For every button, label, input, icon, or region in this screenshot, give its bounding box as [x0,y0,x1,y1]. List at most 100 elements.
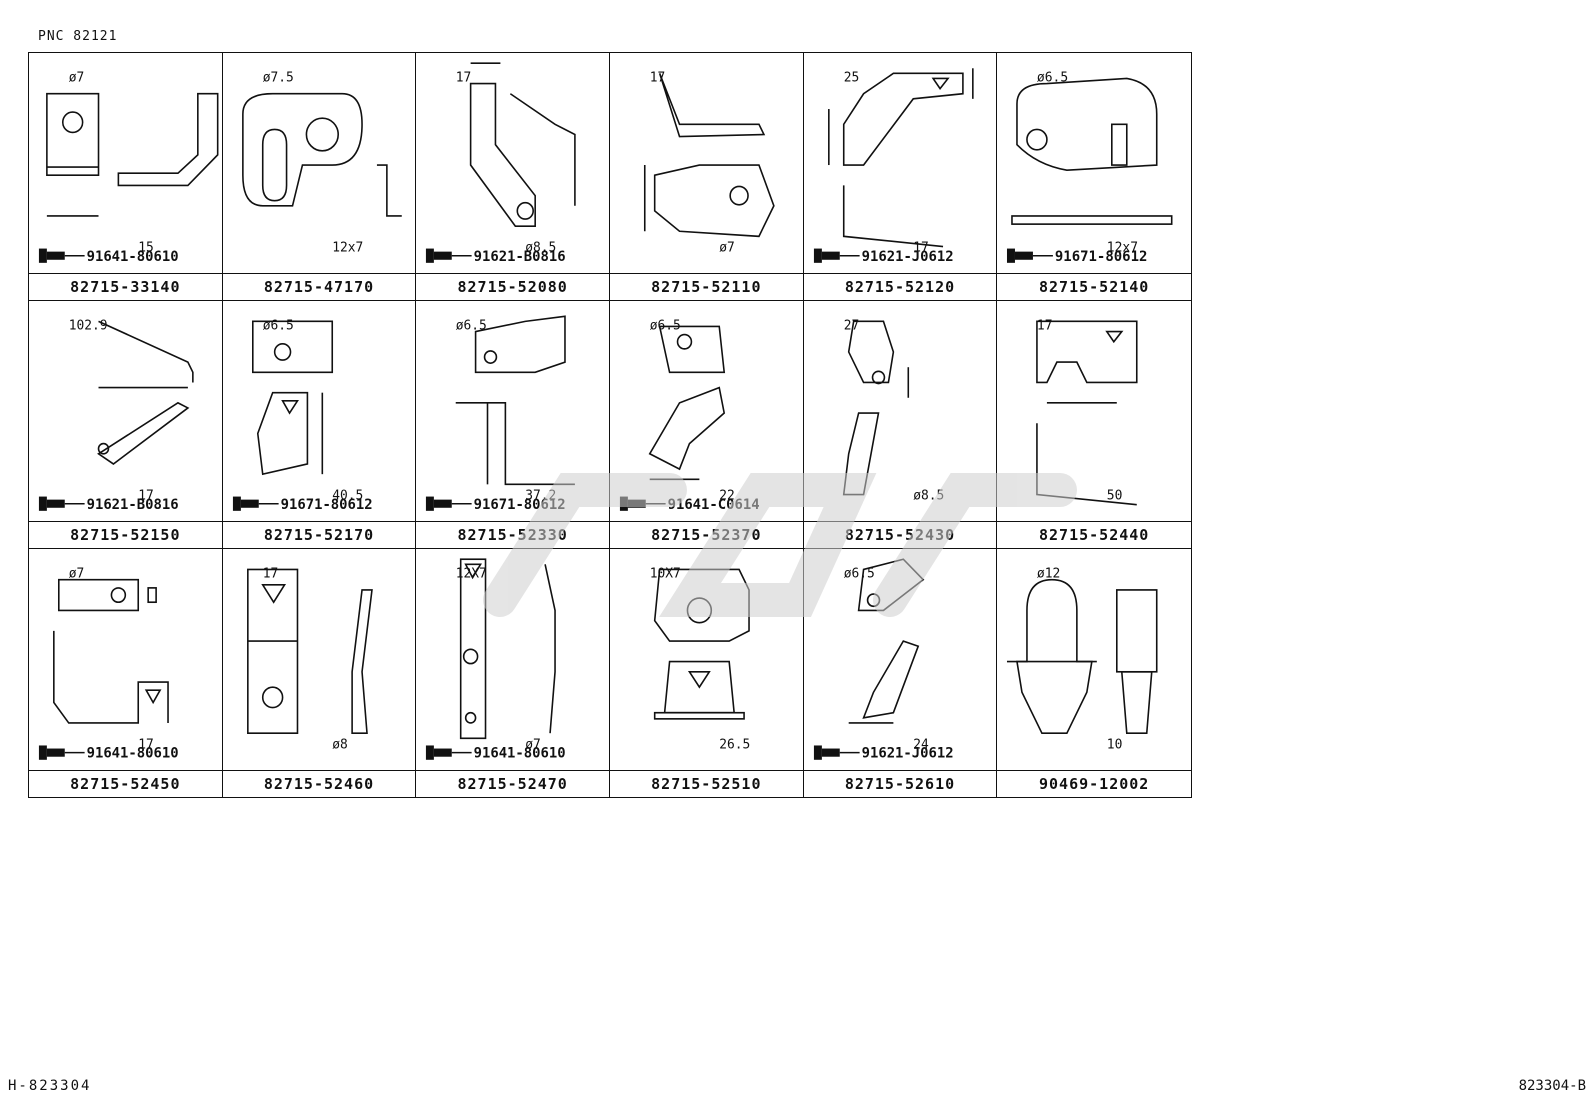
dimension-label: 17 [913,240,929,255]
dimension-label: 17 [138,737,154,752]
part-number-label: 82715-52110 [610,273,803,300]
part-number-label: 82715-52170 [222,521,416,548]
bolt-icon [232,496,259,511]
part-number-label: 82715-52440 [997,521,1191,548]
bolt-part-number: 91641-C0614 [668,497,760,513]
part-cell: ø12 10 90469-12002 [997,549,1191,797]
footer-drawing-number: H-823304 [8,1078,92,1094]
dimension-label: 15 [138,240,154,255]
bolt-icon [1007,248,1034,263]
part-number-label: 82715-52430 [803,521,997,548]
dimension-label: 24 [913,737,929,752]
part-cell: 17 ø7 82715-52110 [610,53,804,301]
part-number-label: 82715-52510 [610,770,803,797]
dimension-label: ø8.5 [526,240,557,255]
dimension-label: ø8 [332,737,348,752]
dimension-label: 17 [650,70,666,85]
bolt-part-number: 91671-80612 [1055,249,1148,265]
bolt-part-number: 91621-B0816 [87,497,179,513]
dimension-label: ø12 [1037,567,1060,582]
dimension-label: ø8.5 [913,488,944,503]
bolt-part-number: 91641-80610 [474,746,566,762]
bolt-icon [426,745,453,760]
part-drawing: 17 ø7 [610,53,803,272]
part-number-label: 82715-52610 [803,770,997,797]
footer-revision: 823304-B [1518,1078,1586,1094]
bolt-part-number: 91621-J0612 [861,746,953,762]
part-number-label: 82715-52460 [222,770,416,797]
dimension-label: 25 [843,70,859,85]
dimension-label: 12X7 [456,566,487,581]
dimension-label: ø7 [69,70,85,85]
part-number-label: 82715-52150 [29,521,222,548]
dimension-label: 102.9 [69,318,108,333]
dimension-label: 26.5 [719,737,750,752]
dimension-label: 10 [1107,737,1123,752]
bolt-icon [38,248,65,263]
part-number-label: 82715-52370 [610,521,803,548]
bolt-part-number: 91641-80610 [87,249,179,265]
bolt-part-number: 91621-B0816 [474,249,566,265]
part-drawing-svg: 17 ø7 [643,70,775,256]
part-number-label: 82715-33140 [29,273,222,300]
bolt-icon [38,745,65,760]
part-number-label: 82715-52140 [997,273,1191,300]
part-number-label: 90469-12002 [997,770,1191,797]
dimension-label: ø6.5 [650,318,681,333]
dimension-label: ø7 [69,566,85,581]
bolt-icon [38,496,65,511]
dimension-label: 12x7 [332,240,363,255]
part-number-label: 82715-47170 [222,273,416,300]
dimension-label: ø6.5 [843,566,874,581]
bolt-part-number: 91621-J0612 [861,249,953,265]
dimension-label: ø7 [719,240,735,255]
bolt-icon [619,496,646,511]
part-number-label: 82715-52080 [416,273,609,300]
bolt-icon [813,745,840,760]
dimension-label: 12x7 [1107,241,1138,256]
dimension-label: ø6.5 [262,318,293,333]
part-number-label: 82715-52330 [416,521,609,548]
dimension-label: ø7 [526,737,542,752]
bolt-part-number: 91671-80612 [474,497,566,513]
